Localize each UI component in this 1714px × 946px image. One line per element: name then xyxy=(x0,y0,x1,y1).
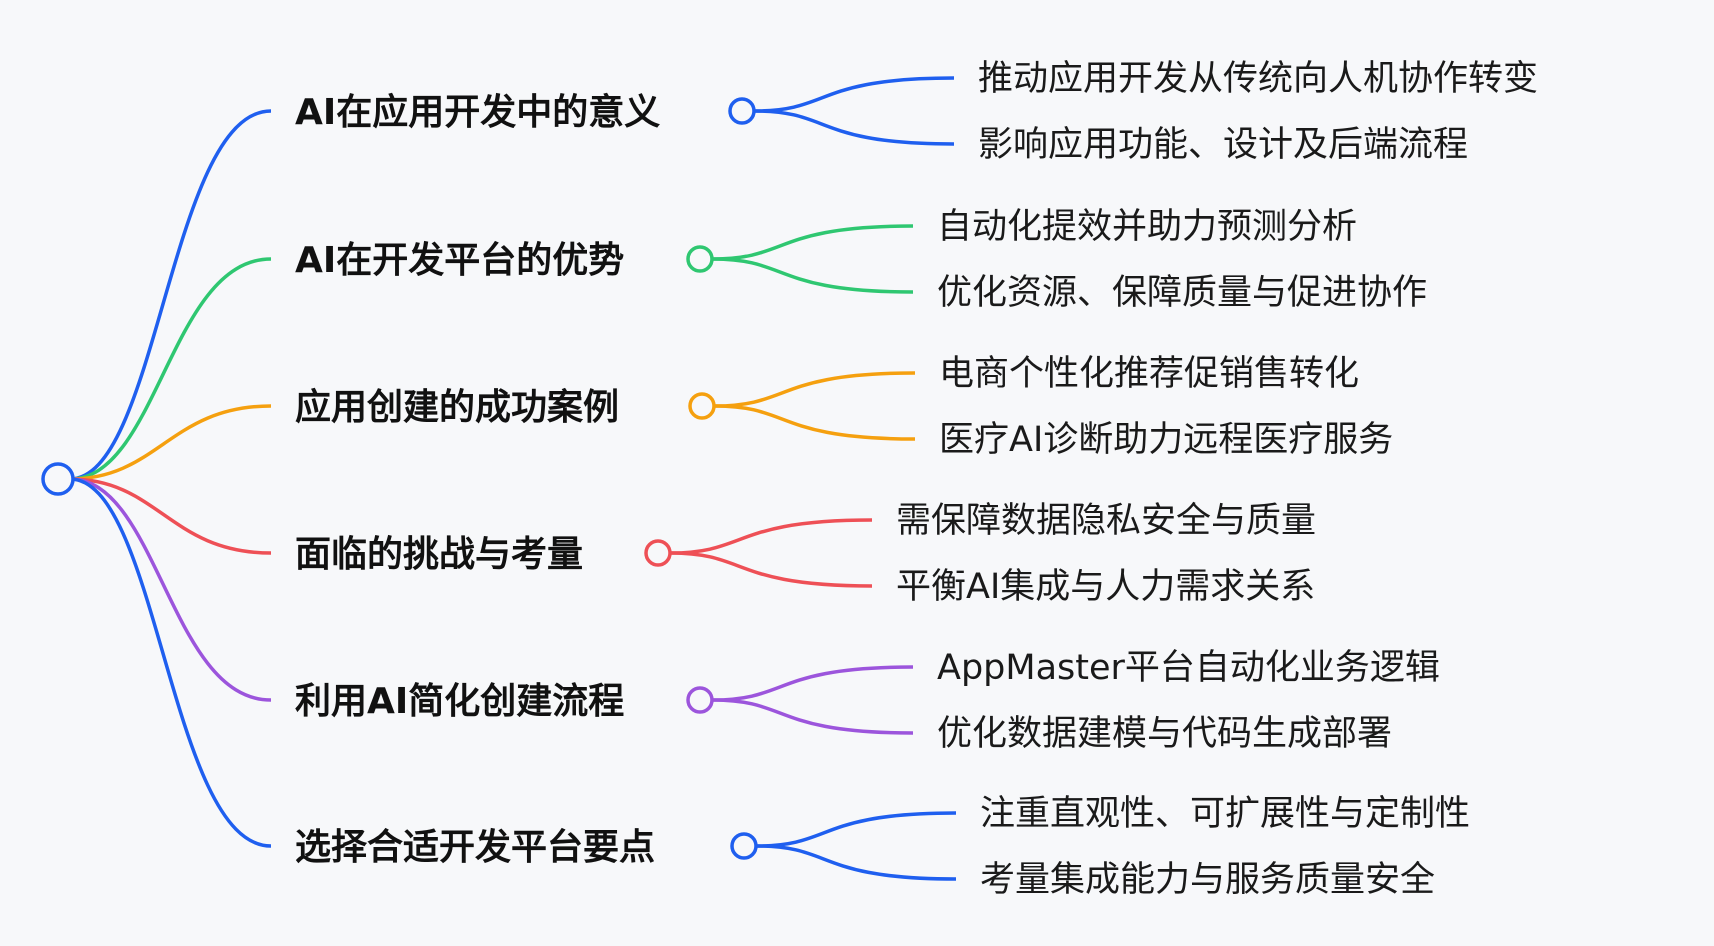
branch-label: 应用创建的成功案例 xyxy=(295,387,619,428)
branch-label: 利用AI简化创建流程 xyxy=(295,681,624,722)
leaf-label: 推动应用开发从传统向人机协作转变 xyxy=(978,59,1538,99)
leaf-label: 优化资源、保障质量与促进协作 xyxy=(937,273,1427,313)
branch-node-circle[interactable] xyxy=(686,245,714,273)
root-node-circle[interactable] xyxy=(41,462,75,496)
leaf-label: 平衡AI集成与人力需求关系 xyxy=(896,567,1315,607)
branch-connector xyxy=(69,109,272,481)
leaf-connector xyxy=(754,109,955,146)
leaf-label: 影响应用功能、设计及后端流程 xyxy=(978,125,1468,165)
branch-node-circle[interactable] xyxy=(686,686,714,714)
branch-label: 面临的挑战与考量 xyxy=(295,534,583,575)
branch-node-circle[interactable] xyxy=(730,832,758,860)
branch-connector xyxy=(69,404,272,481)
branch-label: AI在开发平台的优势 xyxy=(295,240,624,281)
branch-connector xyxy=(69,477,272,555)
leaf-label: 考量集成能力与服务质量安全 xyxy=(980,860,1435,900)
leaf-connector xyxy=(756,811,957,848)
leaf-label: 医疗AI诊断助力远程医疗服务 xyxy=(939,420,1393,460)
branch-node-circle[interactable] xyxy=(644,539,672,567)
branch-connector xyxy=(69,257,272,481)
leaf-connector xyxy=(670,551,873,588)
leaf-connector xyxy=(670,518,873,555)
branch-node-circle[interactable] xyxy=(688,392,716,420)
leaf-connector xyxy=(714,371,916,408)
leaf-connector xyxy=(712,698,914,735)
leaf-connector xyxy=(712,257,914,294)
leaf-label: 注重直观性、可扩展性与定制性 xyxy=(980,794,1470,834)
branch-label: 选择合适开发平台要点 xyxy=(295,827,655,868)
leaf-label: 需保障数据隐私安全与质量 xyxy=(896,501,1316,541)
leaf-connector xyxy=(754,76,955,113)
branch-node-circle[interactable] xyxy=(728,97,756,125)
leaf-connector xyxy=(712,224,914,261)
branch-connector xyxy=(69,477,272,848)
branch-connector xyxy=(69,477,272,702)
leaf-label: 自动化提效并助力预测分析 xyxy=(937,207,1357,247)
leaf-label: AppMaster平台自动化业务逻辑 xyxy=(937,648,1440,688)
leaf-label: 优化数据建模与代码生成部署 xyxy=(937,714,1392,754)
leaf-connector xyxy=(714,404,916,441)
leaf-connector xyxy=(712,665,914,702)
branch-label: AI在应用开发中的意义 xyxy=(295,92,660,133)
leaf-connector xyxy=(756,844,957,881)
leaf-label: 电商个性化推荐促销售转化 xyxy=(939,354,1359,394)
